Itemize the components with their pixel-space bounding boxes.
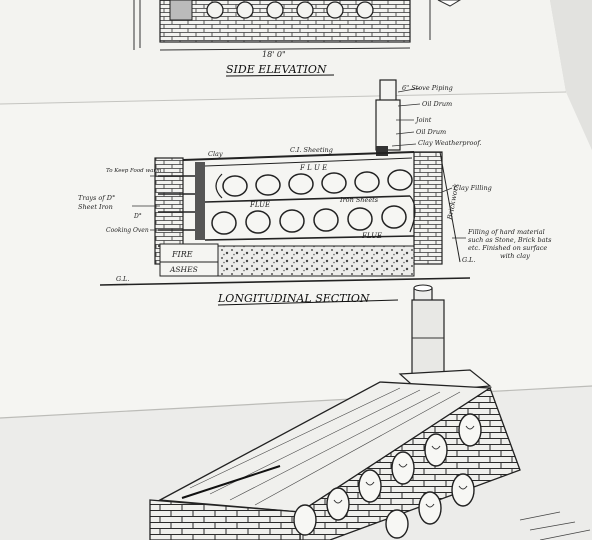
- isometric-view-drawing: [149, 284, 591, 540]
- iso-end-wall: [149, 499, 301, 540]
- label-filling-line4: with clay: [500, 252, 530, 260]
- label-filling-line1: Filling of hard material: [467, 228, 545, 236]
- elevation-dimension-ticks: [133, 0, 431, 50]
- oil-drums-upper: [222, 169, 413, 197]
- label-oil-drum-1: Oil Drum: [422, 100, 452, 108]
- label-clay-weatherproofing: Clay Weatherproof.: [418, 139, 482, 147]
- side-elevation-underline: [225, 74, 335, 77]
- elevation-roof-corner: [437, 0, 461, 7]
- fold-line: [0, 385, 592, 419]
- side-elevation-title: SIDE ELEVATION: [226, 63, 327, 76]
- label-fire: FIRE: [171, 250, 193, 259]
- label-sheet-iron: Sheet Iron: [78, 203, 113, 211]
- label-keep-food-warm: To Keep Food warm: [106, 168, 161, 174]
- stove-pipe: [379, 79, 397, 103]
- label-joint: Joint: [414, 116, 432, 124]
- iso-pipe-cap: [413, 284, 433, 292]
- fire-baffle: [204, 235, 415, 241]
- label-cooking-oven: Cooking Oven: [106, 227, 149, 234]
- label-ashes: ASHES: [169, 265, 198, 274]
- right-brick-wall: [413, 151, 443, 265]
- top-sheet: [0, 0, 566, 104]
- longitudinal-section-underline: [217, 299, 399, 306]
- elevation-dimension: 18' 0": [262, 50, 286, 59]
- label-stove-piping: 6" Stove Piping: [402, 84, 453, 92]
- top-sheet-shadow: [550, 0, 592, 150]
- flue-return-curves: [215, 173, 416, 233]
- chimney-joint: [376, 146, 388, 156]
- ci-sheeting-roof: [182, 151, 415, 161]
- hard-fill-base: [217, 245, 415, 277]
- label-oil-drum-2: Oil Drum: [416, 128, 446, 136]
- label-flue-top: F L U E: [299, 164, 327, 172]
- elevation-door: [169, 0, 193, 21]
- clay-filling-edge: [439, 151, 461, 263]
- elevation-drum-openings: [206, 1, 374, 19]
- side-elevation-drawing: 18' 0" SIDE ELEVATION: [133, 0, 461, 77]
- oven-partition: [195, 162, 205, 240]
- iso-ground-hatching: [519, 511, 591, 540]
- label-ditto: D°: [133, 213, 142, 220]
- iso-drum-ends: [293, 413, 482, 539]
- label-filling-line3: etc. Finished on surface: [468, 244, 547, 252]
- label-iron-sheets: Iron Sheets: [339, 196, 379, 204]
- ground-line: [99, 277, 471, 286]
- label-flue-bottom: FLUE: [361, 232, 382, 240]
- iso-drum-rims: [333, 425, 475, 508]
- leader-lines: [132, 87, 466, 239]
- fold-line-top: [0, 91, 567, 105]
- label-clay: Clay: [208, 150, 223, 158]
- roof-inner-line: [204, 157, 413, 167]
- label-filling-line2: such as Stone, Brick bats: [468, 236, 552, 244]
- elevation-dimension-line: [159, 47, 411, 51]
- label-trays-of: Trays of D°: [78, 194, 115, 202]
- label-flue-mid: FLUE: [249, 201, 270, 209]
- iso-roof-edge-mark: [181, 465, 281, 499]
- label-clay-filling: Clay Filling: [454, 184, 492, 192]
- label-gl-right: G.L.: [462, 256, 475, 264]
- chimney-drum: [375, 99, 401, 151]
- iron-sheet-baffle: [204, 195, 411, 203]
- label-gl-left: G.L.: [116, 275, 129, 283]
- oil-drums-lower: [211, 205, 407, 235]
- label-ci-sheeting: C.I. Sheeting: [290, 146, 333, 154]
